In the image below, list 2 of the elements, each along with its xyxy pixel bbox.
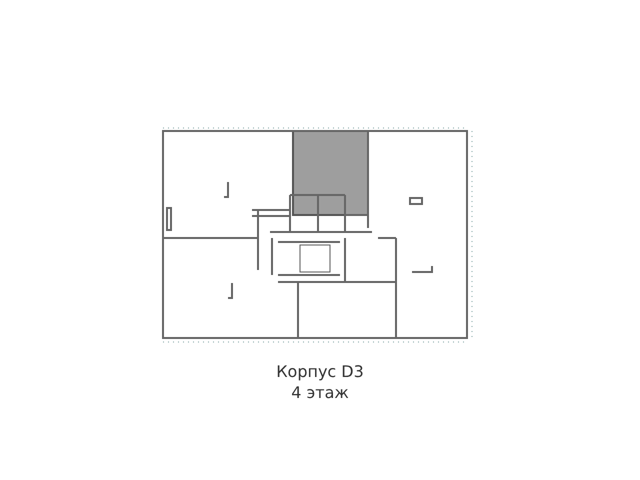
floor-label: 4 этаж: [290, 383, 350, 402]
building-label: Корпус D3: [275, 362, 365, 381]
